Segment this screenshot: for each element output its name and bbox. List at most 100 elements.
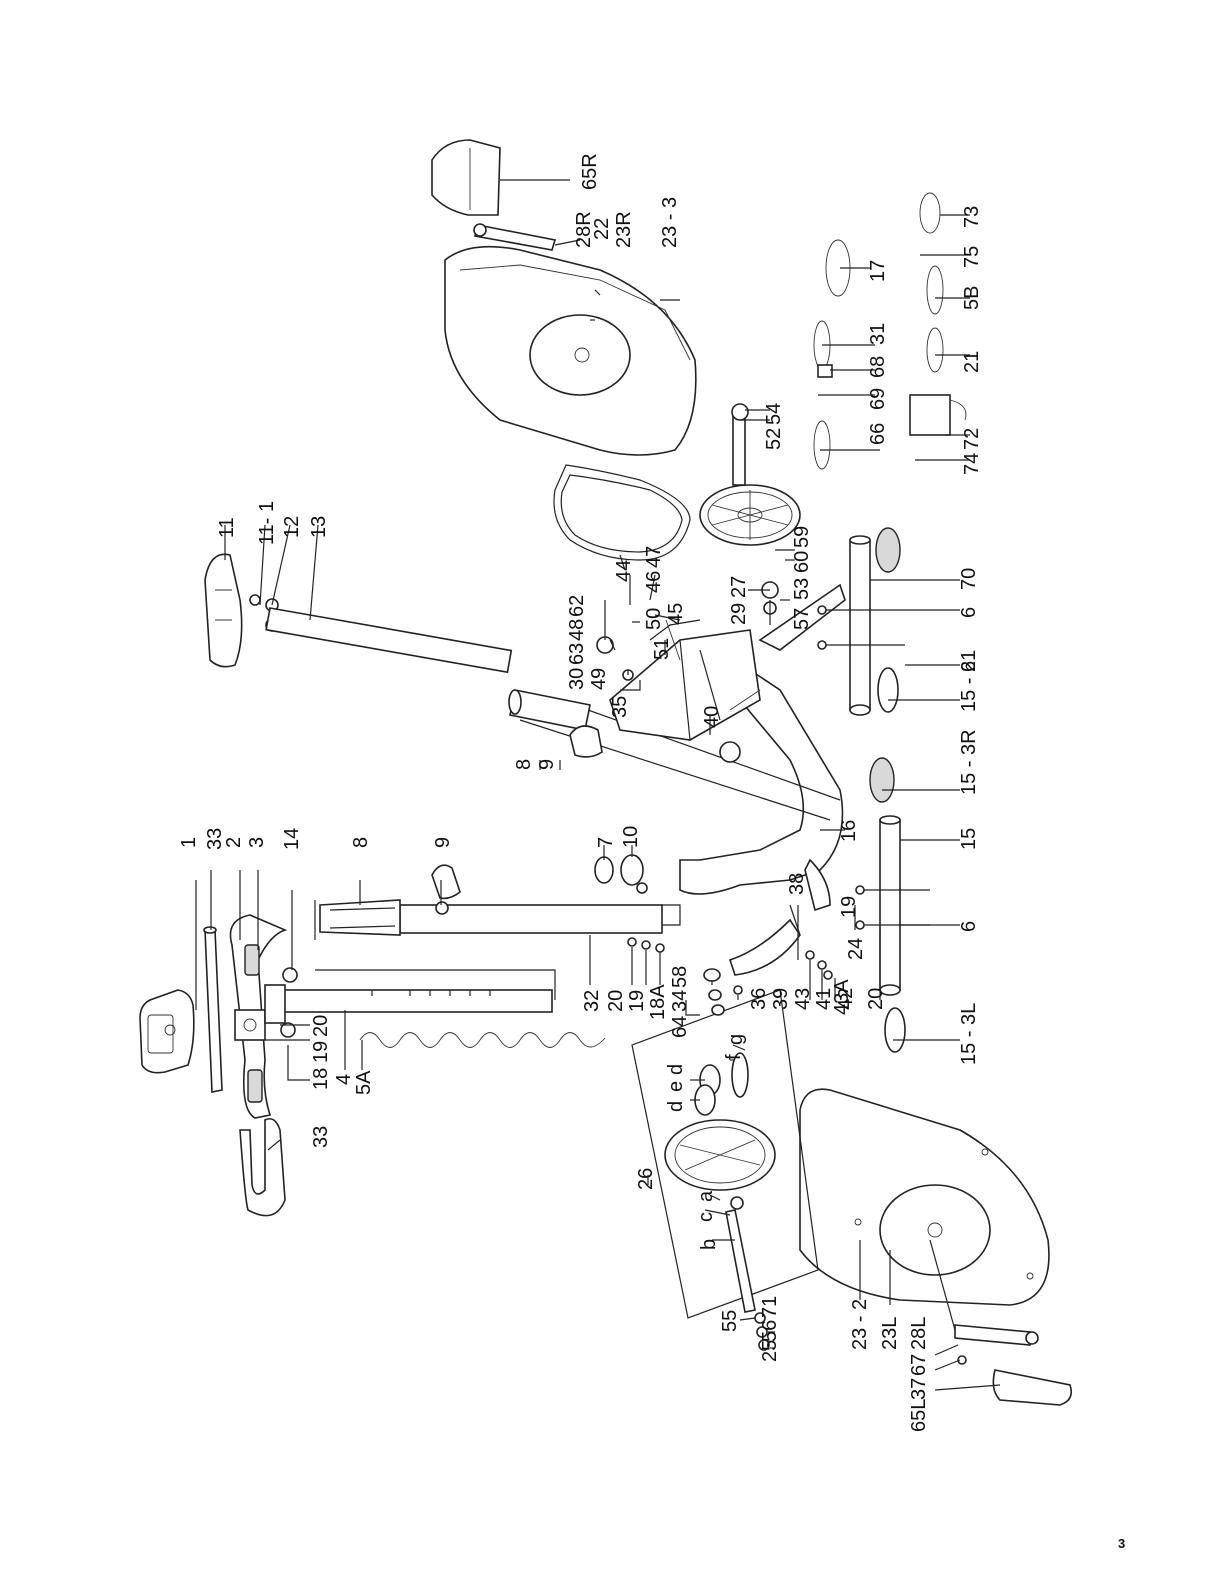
callout-67: 67 bbox=[908, 1354, 930, 1376]
callout-6-b: 6 bbox=[958, 607, 980, 618]
seat-post-drawing bbox=[314, 899, 681, 1000]
callout-f: f bbox=[723, 1054, 745, 1060]
callout-33-top: 33 bbox=[204, 828, 226, 850]
callout-27: 27 bbox=[728, 576, 750, 598]
callout-65L: 65L bbox=[908, 1399, 930, 1432]
callout-66: 66 bbox=[867, 423, 889, 445]
callout-49: 49 bbox=[588, 668, 610, 690]
callout-18: 18 bbox=[310, 1068, 332, 1090]
callout-40: 40 bbox=[701, 706, 723, 728]
bushings-drawing bbox=[594, 854, 648, 894]
callout-26: 26 bbox=[635, 1168, 657, 1190]
callout-15: 15 bbox=[958, 828, 980, 850]
callout-8-right: 8 bbox=[513, 759, 535, 770]
callout-35: 35 bbox=[609, 696, 631, 718]
callout-15-3L: 15 - 3L bbox=[958, 1003, 980, 1065]
console-drawing bbox=[139, 989, 195, 1074]
callout-7: 7 bbox=[595, 837, 617, 848]
flywheel-drawing bbox=[699, 403, 801, 615]
callout-28R: 28R bbox=[573, 211, 595, 248]
callout-24: 24 bbox=[845, 938, 867, 960]
callout-21: 21 bbox=[961, 351, 983, 373]
callout-14: 14 bbox=[281, 828, 303, 850]
callout-15-3R: 15 - 3R bbox=[958, 729, 980, 795]
callout-46-visible: 46 bbox=[643, 571, 665, 593]
callout-47: 47 bbox=[643, 546, 665, 568]
callout-39: 39 bbox=[770, 988, 792, 1010]
callout-50: 50 bbox=[643, 608, 665, 630]
callout-4: 4 bbox=[333, 1074, 355, 1085]
page-number: 3 bbox=[1118, 1536, 1126, 1551]
handlebar-grip-bottom-drawing bbox=[239, 1117, 286, 1217]
callout-25: 25 bbox=[759, 1340, 781, 1362]
callout-23L: 23L bbox=[879, 1317, 901, 1350]
callout-10: 10 bbox=[620, 826, 642, 848]
callout-20-a: 20 bbox=[310, 1015, 332, 1037]
callout-b: b bbox=[698, 1239, 720, 1250]
callout-19-c: 19 bbox=[838, 896, 860, 918]
callout-63: 63 bbox=[566, 643, 588, 665]
coil-cable-drawing bbox=[359, 1032, 606, 1048]
callout-19-a: 19 bbox=[310, 1041, 332, 1063]
callout-g: g bbox=[725, 1034, 747, 1045]
callout-28L: 28L bbox=[908, 1317, 930, 1350]
callout-55: 55 bbox=[719, 1310, 741, 1332]
callout-75: 75 bbox=[961, 246, 983, 268]
callout-23R: 23R bbox=[613, 211, 635, 248]
upper-knob-drawing bbox=[569, 725, 603, 758]
handlebar-drawing bbox=[229, 914, 288, 1119]
callout-62: 62 bbox=[566, 595, 588, 617]
lower-bracket-drawing bbox=[728, 904, 801, 976]
right-shroud-drawing bbox=[444, 245, 697, 456]
callout-a: a bbox=[695, 1190, 717, 1202]
callout-5A: 5A bbox=[353, 1070, 375, 1095]
bracket-assembly-drawing bbox=[596, 619, 761, 741]
callout-59: 59 bbox=[791, 526, 813, 548]
callout-41: 41 bbox=[813, 988, 835, 1010]
callout-65R: 65R bbox=[579, 153, 601, 190]
callout-58: 58 bbox=[669, 966, 691, 988]
callout-13: 13 bbox=[308, 516, 330, 538]
callout-51: 51 bbox=[651, 638, 673, 660]
callout-1: 1 bbox=[178, 837, 200, 848]
callout-38: 38 bbox=[786, 873, 808, 895]
stabilizer-front-drawing bbox=[855, 757, 930, 1053]
seat-knob-drawing bbox=[431, 864, 461, 915]
callout-9-right: 9 bbox=[536, 759, 558, 770]
callout-e: e bbox=[665, 1081, 687, 1092]
callout-c: c bbox=[695, 1212, 717, 1222]
callout-61: 61 bbox=[958, 650, 980, 672]
cables-drawing bbox=[813, 192, 967, 470]
callout-56: 56 bbox=[759, 1320, 781, 1342]
callout-12: 12 bbox=[281, 516, 303, 538]
callout-6-a: 6 bbox=[958, 921, 980, 932]
callout-32: 32 bbox=[581, 990, 603, 1012]
wheel-assembly-box-drawing bbox=[631, 989, 819, 1351]
callout-3: 3 bbox=[246, 837, 268, 848]
callout-30: 30 bbox=[566, 668, 588, 690]
callout-d-2: d bbox=[665, 1064, 687, 1075]
callout-d-1: d bbox=[665, 1101, 687, 1112]
callout-44: 44 bbox=[613, 560, 635, 582]
callout-22: 22 bbox=[591, 218, 613, 240]
callout-48: 48 bbox=[566, 619, 588, 641]
callout-8-left: 8 bbox=[350, 837, 372, 848]
stabilizer-rear-drawing bbox=[817, 527, 905, 716]
callout-45: 45 bbox=[665, 603, 687, 625]
callout-52: 52 bbox=[763, 428, 785, 450]
callout-57: 57 bbox=[791, 608, 813, 630]
callout-15-2: 15 - 2 bbox=[958, 661, 980, 712]
callout-70: 70 bbox=[958, 568, 980, 590]
callout-11-1: 11- 1 bbox=[256, 501, 278, 545]
callout-20-c: 20 bbox=[865, 988, 887, 1010]
callout-71: 71 bbox=[759, 1296, 781, 1318]
callout-17: 17 bbox=[867, 260, 889, 282]
callout-5B: 5B bbox=[961, 286, 983, 310]
callout-2: 2 bbox=[223, 837, 245, 848]
callout-29: 29 bbox=[728, 603, 750, 625]
callout-53: 53 bbox=[791, 578, 813, 600]
callout-54: 54 bbox=[763, 403, 785, 425]
callout-23-2: 23 - 2 bbox=[849, 1299, 871, 1350]
callout-18A: 18A bbox=[647, 984, 669, 1020]
callout-33-bottom: 33 bbox=[310, 1126, 332, 1148]
